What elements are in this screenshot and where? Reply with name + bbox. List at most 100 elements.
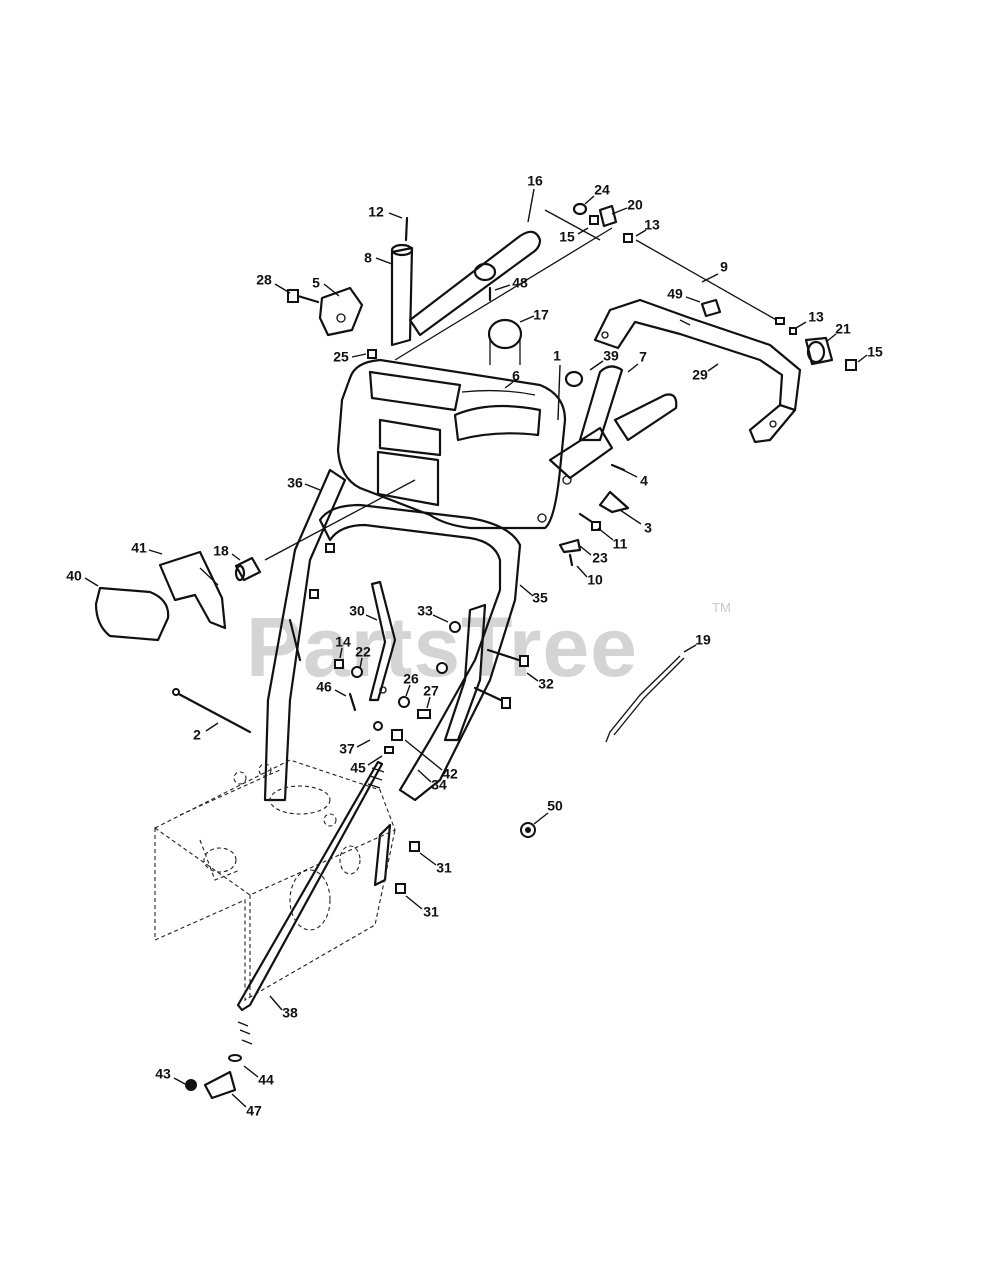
callout-c43: 43 — [155, 1066, 186, 1085]
callout-number: 26 — [403, 671, 419, 687]
part-21 — [804, 336, 834, 366]
callout-layer: 1234567891011121313141515161718192021222… — [66, 173, 883, 1119]
callout-leader — [404, 739, 443, 771]
callout-c36: 36 — [287, 475, 321, 491]
callout-number: 15 — [559, 229, 575, 245]
grip-16 — [408, 230, 542, 337]
callout-leader — [622, 469, 638, 478]
callout-number: 9 — [720, 259, 728, 275]
callout-leader — [359, 657, 363, 669]
left-handle-tube — [390, 243, 414, 347]
callout-c17: 17 — [519, 307, 549, 323]
bolt-32-lower — [473, 686, 511, 709]
bolt-31-lower — [395, 883, 406, 894]
callout-leader — [577, 227, 589, 235]
callout-c15b: 15 — [857, 344, 883, 363]
pin-25 — [367, 349, 377, 359]
callout-c37: 37 — [339, 739, 371, 757]
callout-number: 49 — [667, 286, 683, 302]
callout-leader — [231, 1093, 247, 1108]
callout-leader — [367, 755, 383, 766]
callout-c9: 9 — [701, 259, 728, 283]
callout-c47: 47 — [231, 1093, 262, 1119]
nut-11 — [591, 521, 601, 531]
callout-number: 12 — [368, 204, 384, 220]
cable-19-outline — [613, 657, 685, 736]
callout-c24: 24 — [584, 182, 610, 205]
drive-bail-29 — [593, 298, 802, 444]
callout-c23: 23 — [579, 545, 608, 566]
callout-number: 20 — [627, 197, 643, 213]
part-50 — [520, 822, 536, 838]
frame-bolt-a — [325, 543, 335, 553]
callout-leader — [269, 995, 283, 1011]
callout-number: 27 — [423, 683, 439, 699]
callout-c49: 49 — [667, 286, 701, 303]
callout-leader — [589, 360, 604, 371]
callout-c11: 11 — [597, 527, 628, 552]
callout-leader — [419, 852, 437, 866]
callout-leader — [576, 565, 588, 578]
callout-c31b: 31 — [405, 895, 439, 920]
washer-13b — [789, 327, 797, 335]
callout-leader — [148, 549, 163, 555]
callout-leader — [504, 381, 514, 389]
callout-number: 8 — [364, 250, 372, 266]
callout-c16: 16 — [527, 173, 543, 223]
assembly-line-18 — [264, 479, 416, 561]
callout-leader — [857, 354, 868, 363]
callout-number: 48 — [512, 275, 528, 291]
lever-3 — [598, 490, 630, 514]
callout-number: 13 — [644, 217, 660, 233]
callout-leader — [365, 614, 378, 621]
callout-c4: 4 — [622, 469, 648, 489]
callout-leader — [351, 353, 367, 358]
crank-47 — [203, 1070, 237, 1100]
callout-c19: 19 — [683, 632, 711, 653]
callout-leader — [304, 483, 321, 491]
nut-14 — [334, 659, 344, 669]
callout-c26: 26 — [403, 671, 419, 697]
callout-number: 2 — [193, 727, 201, 743]
callout-c13b: 13 — [795, 309, 824, 329]
callout-number: 38 — [282, 1005, 298, 1021]
part-39 — [564, 370, 584, 388]
watermark-trademark: TM — [712, 600, 731, 615]
callout-leader — [205, 722, 219, 732]
callout-number: 31 — [423, 904, 439, 920]
callout-c6: 6 — [504, 368, 520, 389]
callout-c21: 21 — [825, 321, 851, 343]
callout-number: 46 — [316, 679, 332, 695]
callout-number: 24 — [594, 182, 610, 198]
callout-c46: 46 — [316, 679, 347, 697]
callout-leader — [405, 684, 411, 697]
washer-37 — [373, 721, 383, 731]
callout-number: 21 — [835, 321, 851, 337]
cable-19 — [605, 655, 681, 743]
clip-23 — [558, 538, 582, 554]
assembly-line-bracket — [544, 209, 601, 241]
callout-c14: 14 — [335, 634, 351, 659]
callout-number: 32 — [538, 676, 554, 692]
callout-number: 44 — [258, 1072, 274, 1088]
callout-number: 42 — [442, 766, 458, 782]
callout-leader — [685, 296, 701, 303]
callout-number: 50 — [547, 798, 563, 814]
callout-c34: 34 — [417, 769, 447, 793]
callout-c41: 41 — [131, 540, 163, 556]
right-handle-7 — [537, 365, 678, 523]
callout-c8: 8 — [364, 250, 393, 266]
callout-c42: 42 — [404, 739, 458, 782]
nut-33 — [449, 621, 461, 633]
callout-number: 33 — [417, 603, 433, 619]
callout-c2: 2 — [193, 722, 219, 743]
bushing-42 — [391, 729, 403, 741]
washer-22 — [351, 666, 363, 678]
callout-number: 37 — [339, 741, 355, 757]
callout-leader — [388, 212, 403, 219]
callout-number: 17 — [533, 307, 549, 323]
left-handle-bracket — [318, 286, 364, 337]
callout-c15: 15 — [559, 227, 589, 245]
cover-41 — [158, 550, 227, 630]
